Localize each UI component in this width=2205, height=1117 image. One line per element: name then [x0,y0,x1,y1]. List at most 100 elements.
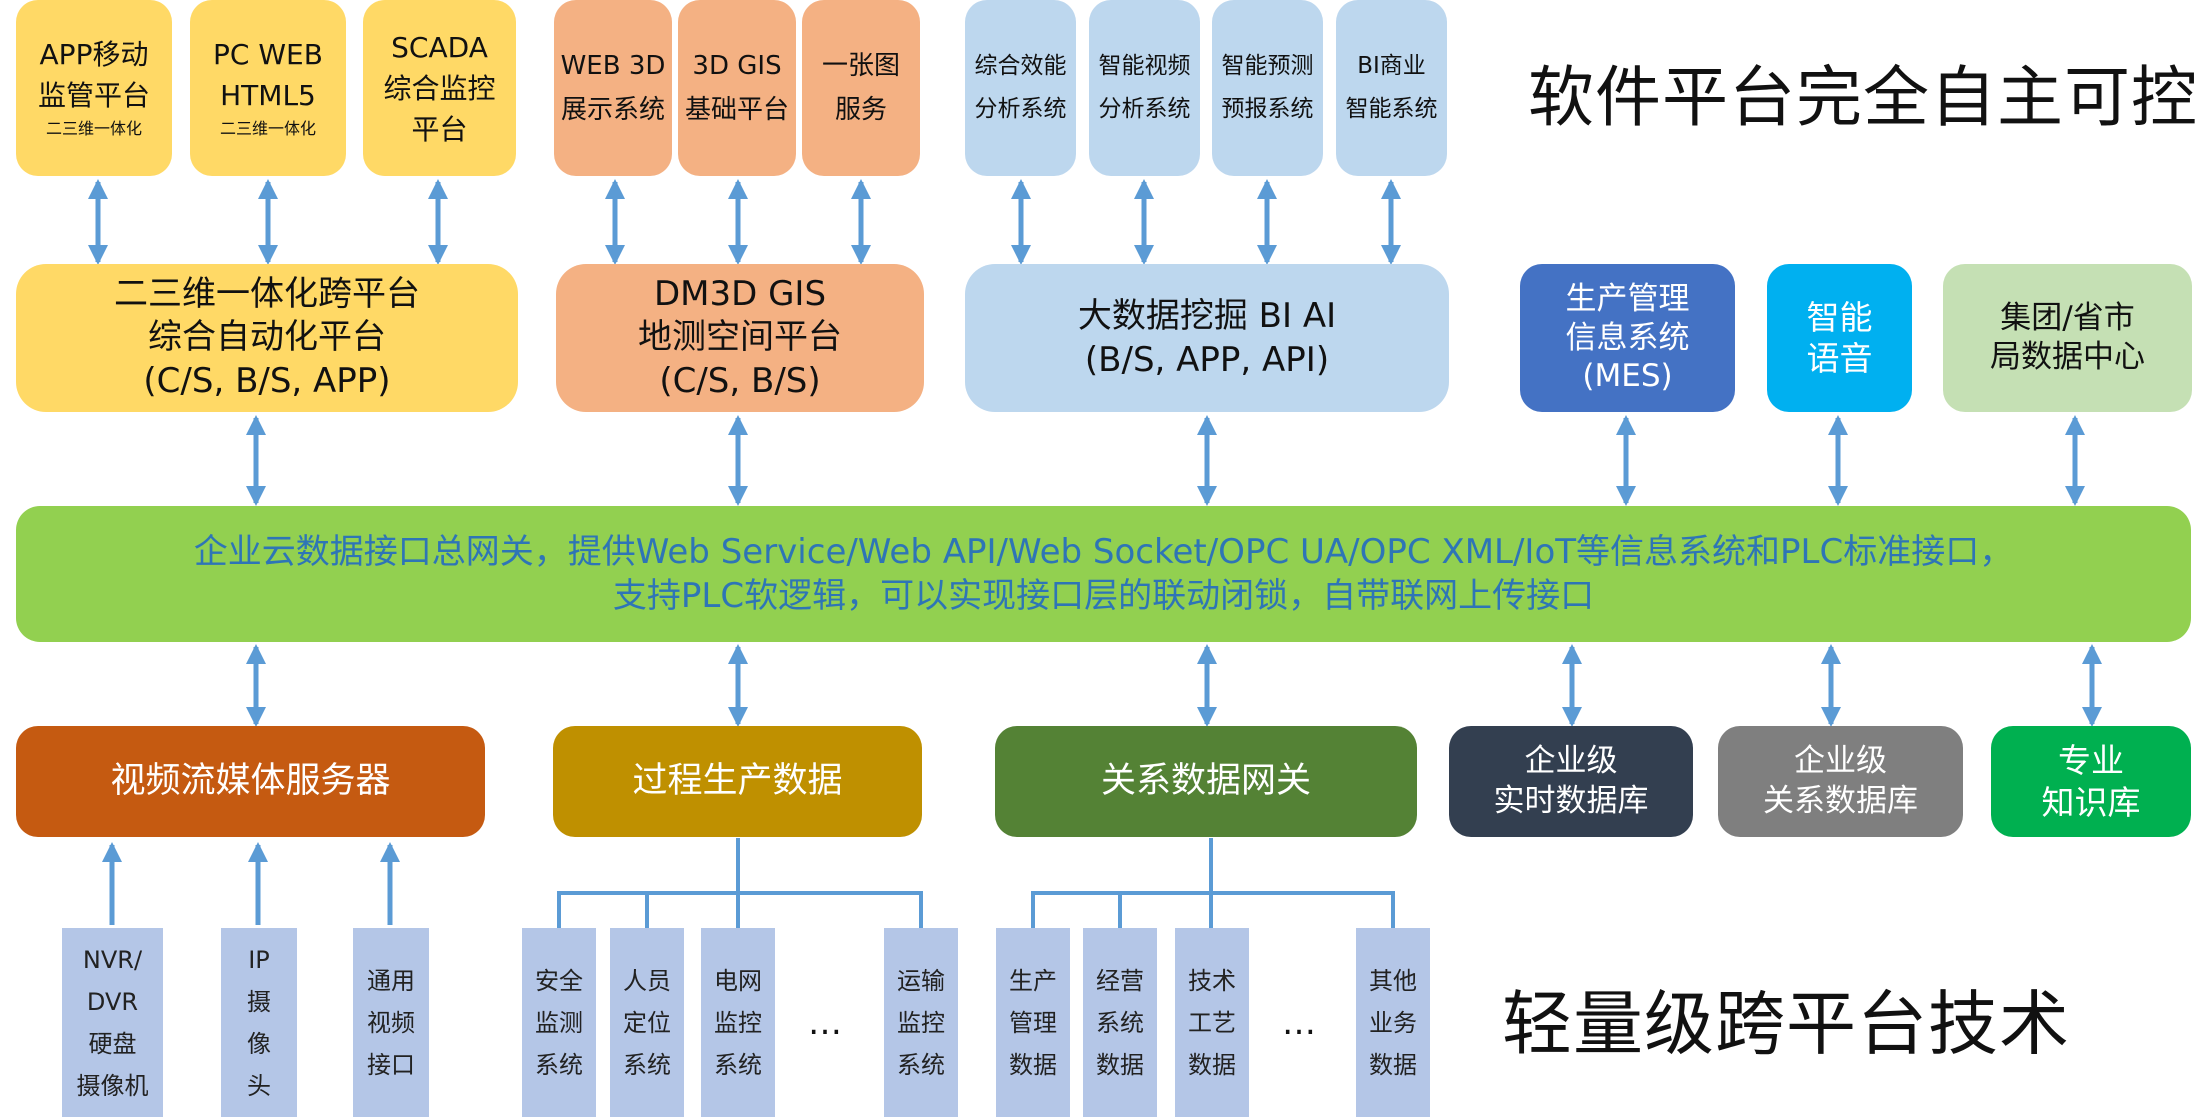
transport-line1: 运输 [897,966,945,995]
personnel-line1: 人员 [623,966,671,995]
generic-video-interface-box: 通用 视频 接口 [353,928,429,1117]
mes-system-box: 生产管理 信息系统 (MES) [1520,264,1735,412]
scada-platform-line1: 二三维一体化跨平台 [114,273,420,314]
bigdata-line2: (B/S, APP, API) [1084,340,1330,380]
prodmgmt-line1: 生产 [1009,966,1057,995]
knowledge-base-box: 专业 知识库 [1991,726,2191,837]
rtdb-line1: 企业级 [1524,742,1618,779]
process-data-label: 过程生产数据 [632,760,843,801]
video-streaming-server-box: 视频流媒体服务器 [16,726,485,837]
app-mobile-line2: 监管平台 [37,79,150,112]
grid-line2: 监控 [714,1008,762,1037]
gis-platform-box: DM3D GIS 地测空间平台 (C/S, B/S) [556,264,924,412]
efficiency-line2: 分析系统 [974,96,1067,122]
video-iface-line3: 接口 [367,1050,415,1079]
gis3d-platform-box: 3D GIS 基础平台 [678,0,796,176]
datacenter-line1: 集团/省市 [2000,300,2135,337]
safety-line3: 系统 [535,1050,583,1079]
scada-platform-line3: (C/S, B/S, APP) [143,360,391,401]
ipcam-line4: 头 [247,1071,271,1100]
safety-line1: 安全 [535,966,583,995]
gis3d-line2: 基础平台 [684,95,789,125]
pc-web-line1: PC WEB [213,38,323,71]
mes-line1: 生产管理 [1565,280,1690,317]
business-line2: 系统 [1096,1008,1144,1037]
web3d-display-box: WEB 3D 展示系统 [554,0,672,176]
other-business-data-box: 其他 业务 数据 [1356,928,1430,1117]
video-iface-line2: 视频 [367,1008,415,1037]
transport-line3: 系统 [897,1050,945,1079]
gis-platform-line1: DM3D GIS [653,273,827,314]
forecast-line1: 智能预测 [1221,53,1314,80]
bigdata-platform-box: 大数据挖掘 BI AI (B/S, APP, API) [965,264,1449,412]
pc-web-note: 二三维一体化 [219,119,316,138]
relational-db-box: 企业级 关系数据库 [1718,726,1963,837]
video-iface-line1: 通用 [367,966,415,995]
prodmgmt-line2: 管理 [1009,1008,1057,1037]
grid-line1: 电网 [714,966,762,995]
safety-monitoring-box: 安全 监测 系统 [522,928,596,1117]
smart-voice-box: 智能 语音 [1767,264,1912,412]
personnel-line2: 定位 [623,1008,671,1037]
one-map-service-box: 一张图 服务 [802,0,920,176]
knowledge-line2: 知识库 [2041,782,2141,822]
title-lightweight-crossplatform: 轻量级跨平台技术 [1502,983,2070,1065]
other-line1: 其他 [1369,966,1417,995]
knowledge-line1: 专业 [2058,741,2124,781]
bi-line2: 智能系统 [1345,96,1438,122]
nvr-line2: DVR [86,987,139,1016]
voice-line2: 语音 [1806,339,1873,378]
gis3d-line1: 3D GIS [692,50,782,81]
one-map-line2: 服务 [834,95,887,125]
bi-system-box: BI商业 智能系统 [1336,0,1447,176]
grid-monitoring-box: 电网 监控 系统 [701,928,775,1117]
bi-line1: BI商业 [1357,53,1426,80]
video-server-label: 视频流媒体服务器 [110,760,391,801]
techproc-line2: 工艺 [1188,1008,1236,1037]
efficiency-line1: 综合效能 [974,53,1067,80]
pc-web-line2: HTML5 [220,79,316,112]
rtdb-line2: 实时数据库 [1493,782,1649,819]
personnel-line3: 系统 [623,1050,671,1079]
realtime-db-box: 企业级 实时数据库 [1449,726,1693,837]
data-center-box: 集团/省市 局数据中心 [1943,264,2192,412]
nvr-dvr-camera-box: NVR/ DVR 硬盘 摄像机 [62,928,163,1117]
prodmgmt-line3: 数据 [1009,1050,1057,1079]
business-line3: 数据 [1096,1050,1144,1079]
forecast-line2: 预报系统 [1221,96,1314,122]
relational-gateway-box: 关系数据网关 [995,726,1417,837]
business-system-data-box: 经营 系统 数据 [1083,928,1157,1117]
transport-line2: 监控 [897,1008,945,1037]
video-analysis-line2: 分析系统 [1098,96,1191,122]
techproc-line1: 技术 [1188,966,1236,995]
bigdata-line1: 大数据挖掘 BI AI [1077,295,1337,336]
gateway-line1: 企业云数据接口总网关，提供Web Service/Web API/Web Soc… [193,531,2014,572]
scada-monitoring-box: SCADA 综合监控 平台 [363,0,516,176]
gis-platform-line2: 地测空间平台 [638,317,842,358]
reldb-line2: 关系数据库 [1763,782,1918,819]
voice-line1: 智能 [1806,297,1873,337]
enterprise-gateway-bar: 企业云数据接口总网关，提供Web Service/Web API/Web Soc… [16,506,2191,642]
app-mobile-note: 二三维一体化 [45,119,142,138]
scada-line2: 综合监控 [383,71,496,105]
web3d-line2: 展示系统 [560,95,665,125]
tech-process-data-box: 技术 工艺 数据 [1175,928,1249,1117]
forecast-system-box: 智能预测 预报系统 [1212,0,1323,176]
techproc-line3: 数据 [1188,1050,1236,1079]
video-analysis-line1: 智能视频 [1098,53,1191,80]
web3d-line1: WEB 3D [560,50,666,81]
transport-monitoring-box: 运输 监控 系统 [884,928,958,1117]
production-management-data-box: 生产 管理 数据 [996,928,1070,1117]
app-mobile-line1: APP移动 [39,38,149,71]
relational-gateway-label: 关系数据网关 [1100,760,1311,801]
gis-platform-line3: (C/S, B/S) [659,360,821,401]
title-software-autonomy: 软件平台完全自主可控 [1528,59,2198,136]
mes-line3: (MES) [1582,358,1673,395]
pc-web-html5-box: PC WEB HTML5 二三维一体化 [190,0,346,176]
ipcam-line3: 像 [247,1029,271,1058]
personnel-positioning-box: 人员 定位 系统 [610,928,684,1117]
reldb-line1: 企业级 [1794,742,1887,779]
nvr-line3: 硬盘 [88,1029,137,1058]
scada-line1: SCADA [391,30,488,64]
scada-platform-box: 二三维一体化跨平台 综合自动化平台 (C/S, B/S, APP) [16,264,518,412]
